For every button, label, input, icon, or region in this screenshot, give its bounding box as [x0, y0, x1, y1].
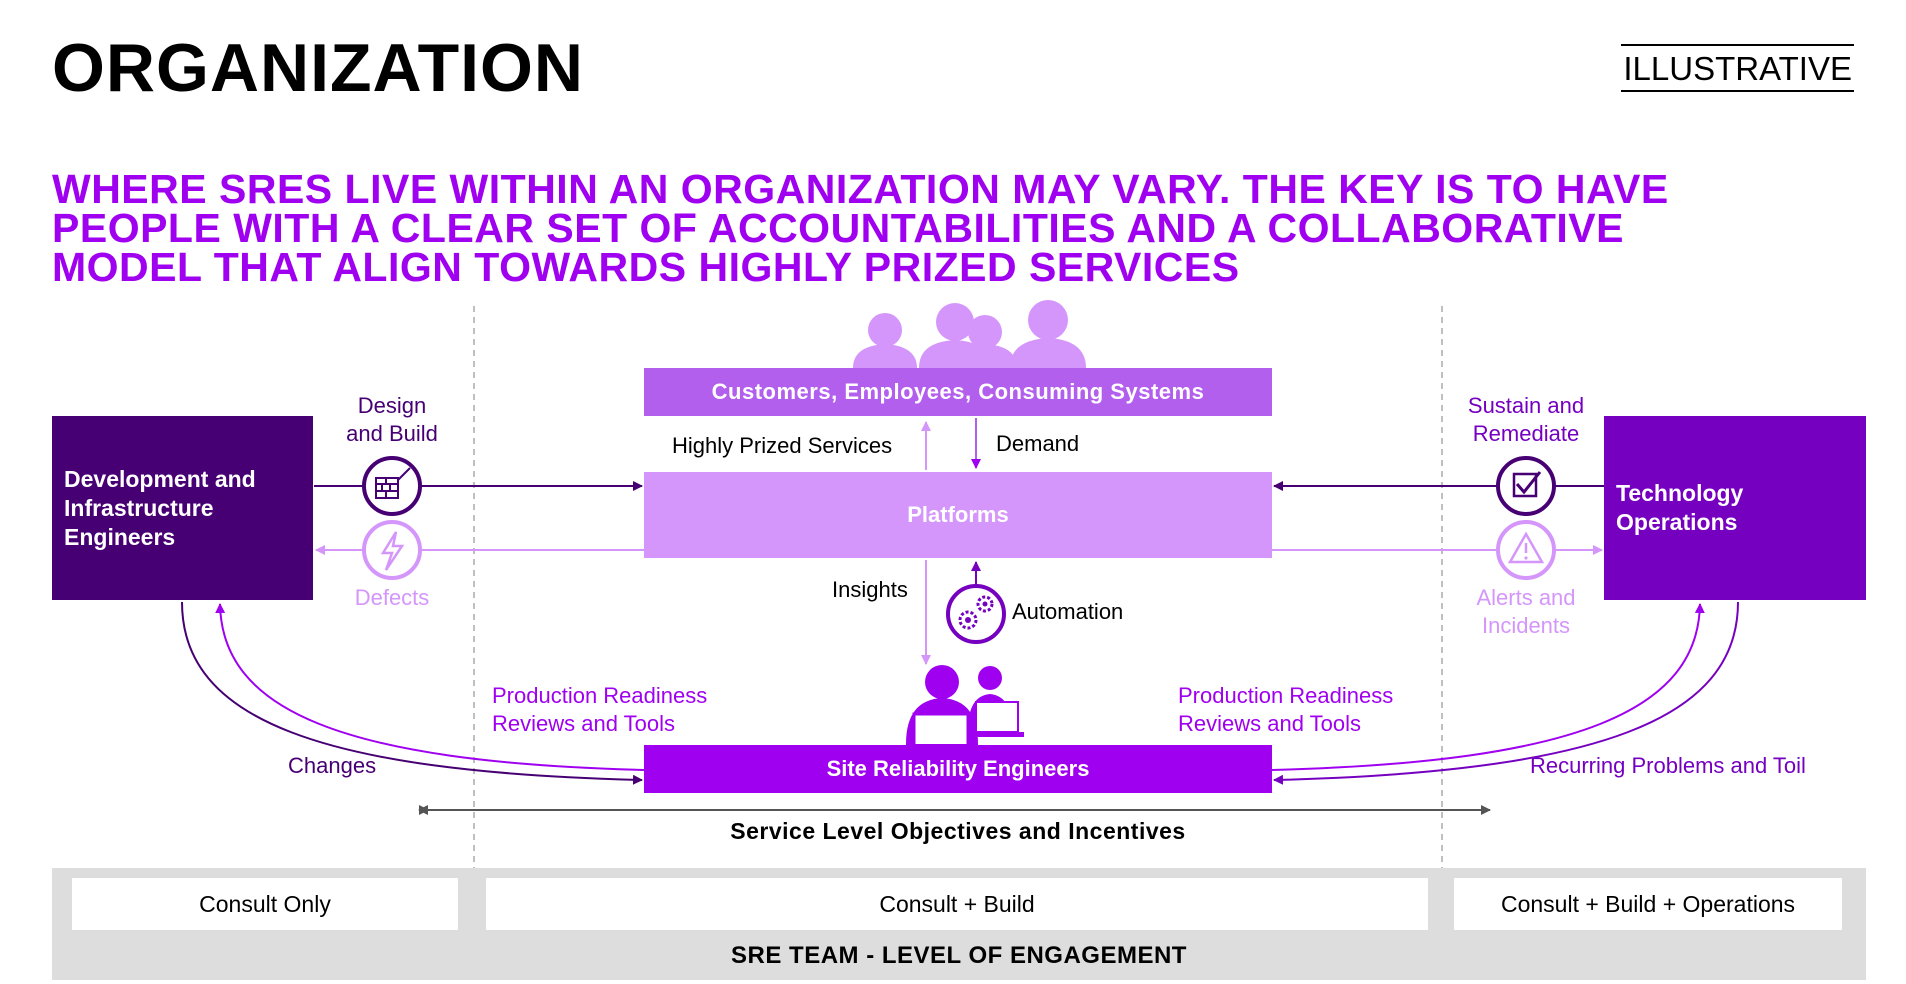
prr-right-line-2: Reviews and Tools	[1178, 711, 1362, 736]
insights-label: Insights	[832, 577, 908, 602]
sustain-line-2: Remediate	[1472, 421, 1580, 446]
page-title: ORGANIZATION	[52, 30, 585, 106]
prr-left-line-2: Reviews and Tools	[492, 711, 676, 736]
illustrative-tag: ILLUSTRATIVE	[1621, 44, 1854, 92]
prr-left-label: Production Readiness Reviews and Tools	[492, 682, 707, 738]
engagement-title: SRE TEAM - LEVEL OF ENGAGEMENT	[731, 942, 1187, 969]
prr-left-line-1: Production Readiness	[492, 683, 708, 708]
sustain-line-1: Sustain and	[1467, 393, 1585, 418]
checkbox-icon	[1496, 456, 1556, 516]
prr-right-curve	[1271, 603, 1705, 771]
ops-line-2: Operations	[1616, 509, 1738, 535]
headline: WHERE SRES LIVE WITHIN AN ORGANIZATION M…	[52, 166, 1852, 290]
alerts-line-2: Incidents	[1481, 613, 1571, 638]
dev-line-2: Infrastructure	[64, 494, 214, 521]
engagement-consult-build-ops: Consult + Build + Operations	[1454, 878, 1842, 930]
demand-label: Demand	[996, 431, 1080, 456]
design-line-2: and Build	[346, 421, 438, 446]
design-line-1: Design	[357, 393, 427, 418]
prr-right-label: Production Readiness Reviews and Tools	[1178, 682, 1393, 738]
alerts-line-1: Alerts and	[1476, 585, 1576, 610]
gears-icon	[946, 584, 1006, 644]
recurring-curve	[1273, 601, 1739, 785]
platforms-box: Platforms	[644, 472, 1272, 558]
dev-line-3: Engineers	[64, 523, 176, 550]
design-build-label: Design and Build	[332, 392, 452, 448]
engineers-at-laptop-icon	[906, 665, 1024, 750]
prr-left-curve	[215, 603, 645, 771]
ops-line-1: Technology	[1616, 480, 1744, 506]
automation-label: Automation	[1012, 599, 1124, 624]
people-group-icon	[853, 300, 1086, 368]
customers-box: Customers, Employees, Consuming Systems	[644, 368, 1272, 416]
lightning-icon	[362, 520, 422, 580]
dev-infra-box: Development and Infrastructure Engineers	[52, 416, 313, 600]
alerts-incidents-label: Alerts and Incidents	[1446, 584, 1606, 640]
tech-ops-box: Technology Operations	[1604, 416, 1866, 600]
changes-curve	[181, 601, 643, 785]
headline-line-3: MODEL THAT ALIGN TOWARDS HIGHLY PRIZED S…	[52, 244, 1240, 290]
slo-label: Service Level Objectives and Incentives	[730, 818, 1186, 844]
sre-box: Site Reliability Engineers	[644, 745, 1272, 793]
prr-right-line-1: Production Readiness	[1178, 683, 1394, 708]
defects-label: Defects	[354, 585, 430, 610]
headline-line-1: WHERE SRES LIVE WITHIN AN ORGANIZATION M…	[52, 166, 1669, 212]
dev-line-1: Development and	[64, 465, 256, 492]
recurring-label: Recurring Problems and Toil	[1530, 753, 1806, 778]
sustain-remediate-label: Sustain and Remediate	[1446, 392, 1606, 448]
warning-triangle-icon	[1496, 520, 1556, 580]
engagement-consult-build: Consult + Build	[486, 878, 1428, 930]
highly-prized-label: Highly Prized Services	[672, 433, 893, 458]
headline-line-2: PEOPLE WITH A CLEAR SET OF ACCOUNTABILIT…	[52, 205, 1625, 251]
changes-label: Changes	[288, 753, 377, 778]
engagement-consult-only: Consult Only	[72, 878, 458, 930]
brick-wall-build-icon	[362, 456, 422, 516]
